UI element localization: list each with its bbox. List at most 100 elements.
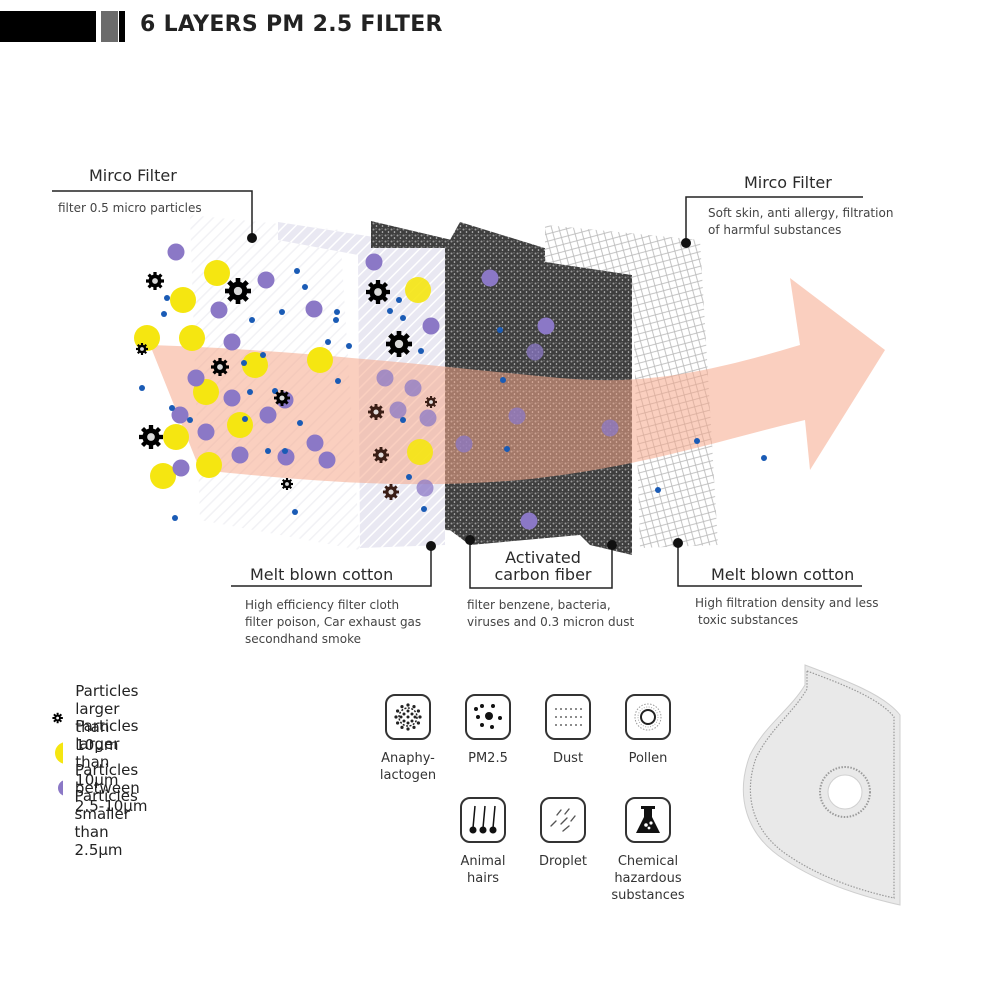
small-particle bbox=[400, 315, 406, 321]
small-particle bbox=[396, 297, 402, 303]
callout-title-bottom-left: Melt blown cotton bbox=[250, 565, 394, 584]
small-particle bbox=[241, 360, 247, 366]
callout-title-bottom-middle: Activated carbon fiber bbox=[494, 548, 592, 584]
yellow-particle bbox=[405, 277, 431, 303]
purple-particle bbox=[419, 409, 437, 427]
small-particle bbox=[169, 405, 175, 411]
dust-icon bbox=[545, 694, 591, 740]
title-decor-bar bbox=[119, 11, 125, 42]
legend-item: Particles between 2.5-10µm bbox=[52, 761, 157, 815]
purple-particle bbox=[187, 369, 205, 387]
gear-particle bbox=[373, 447, 389, 463]
small-particle bbox=[333, 317, 339, 323]
legend-label: Particles between 2.5-10µm bbox=[74, 761, 148, 815]
purple-particle bbox=[277, 448, 295, 466]
purple-particle bbox=[171, 406, 189, 424]
small-particle bbox=[302, 284, 308, 290]
gear-particle bbox=[386, 331, 412, 357]
yellow-particle bbox=[150, 463, 176, 489]
airflow-arrow bbox=[150, 278, 885, 485]
yellow-particle bbox=[307, 347, 333, 373]
purple-particle bbox=[601, 419, 619, 437]
callout-dot bbox=[673, 538, 683, 548]
small-particle bbox=[335, 378, 341, 384]
gear-particle bbox=[383, 484, 399, 500]
mesh-filter-layer bbox=[545, 225, 718, 548]
small-particle bbox=[334, 309, 340, 315]
purple-particle bbox=[526, 343, 544, 361]
particles-group bbox=[134, 243, 767, 530]
gear-particle bbox=[146, 272, 164, 290]
purple-particle bbox=[197, 423, 215, 441]
small-particle bbox=[247, 389, 253, 395]
purple-particle bbox=[259, 406, 277, 424]
legend-item: Particles larger than 10µm bbox=[52, 682, 155, 754]
gear-particle bbox=[274, 390, 290, 406]
pm25-icon bbox=[465, 694, 511, 740]
filter-layers-diagram bbox=[52, 190, 885, 589]
small-particle bbox=[325, 339, 331, 345]
purple-particle bbox=[537, 317, 555, 335]
purple-particle bbox=[455, 435, 473, 453]
yellow-particle bbox=[196, 452, 222, 478]
small-particle bbox=[242, 416, 248, 422]
small-blue-dot-icon bbox=[52, 809, 63, 837]
callout-dot bbox=[681, 238, 691, 248]
small-particle bbox=[260, 352, 266, 358]
small-particle bbox=[400, 417, 406, 423]
callout-desc-bottom-right: High filtration density and less toxic s… bbox=[695, 596, 879, 627]
purple-particle bbox=[376, 369, 394, 387]
filter-icon-pollen: Pollen bbox=[608, 694, 688, 767]
page-title: 6 LAYERS PM 2.5 FILTER bbox=[140, 12, 443, 37]
small-particle bbox=[161, 311, 167, 317]
gear-particle bbox=[425, 396, 437, 408]
filter-icon-droplet: Droplet bbox=[523, 797, 603, 870]
filter-icon-pm25: PM2.5 bbox=[448, 694, 528, 767]
legend-label: Particles larger than 10µm bbox=[75, 717, 139, 789]
purple-particle bbox=[167, 243, 185, 261]
small-particle bbox=[172, 515, 178, 521]
gear-particle bbox=[368, 404, 384, 420]
callout-title-bottom-right: Melt blown cotton bbox=[711, 565, 855, 584]
filter-pad-image bbox=[743, 664, 901, 906]
small-particle bbox=[655, 487, 661, 493]
animal-hairs-icon bbox=[460, 797, 506, 843]
small-particle bbox=[164, 295, 170, 301]
purple-particle bbox=[416, 479, 434, 497]
gear-particle-icon bbox=[52, 712, 63, 724]
gear-particle bbox=[225, 278, 251, 304]
callout-dot bbox=[247, 233, 257, 243]
small-particle bbox=[418, 348, 424, 354]
small-particle bbox=[346, 343, 352, 349]
callout-desc-bottom-left: High efficiency filter cloth filter pois… bbox=[245, 598, 422, 646]
callout-title-top-right: Mirco Filter bbox=[744, 173, 832, 192]
small-particle bbox=[761, 455, 767, 461]
yellow-particle bbox=[227, 412, 253, 438]
small-particle bbox=[421, 506, 427, 512]
yellow-particle bbox=[407, 439, 433, 465]
purple-particle bbox=[422, 317, 440, 335]
small-particle bbox=[500, 377, 506, 383]
purple-particle bbox=[306, 434, 324, 452]
callout-title-top-left: Mirco Filter bbox=[89, 166, 177, 185]
callout-desc-top-left: filter 0.5 micro particles bbox=[58, 201, 202, 215]
gear-particle bbox=[136, 343, 148, 355]
purple-particle bbox=[508, 407, 526, 425]
gear-particle bbox=[366, 280, 390, 304]
small-particle bbox=[282, 448, 288, 454]
callout-desc-bottom-middle: filter benzene, bacteria, viruses and 0.… bbox=[467, 598, 635, 629]
small-particle bbox=[297, 420, 303, 426]
callout-dot bbox=[426, 541, 436, 551]
purple-particle bbox=[257, 271, 275, 289]
purple-particle bbox=[172, 459, 190, 477]
small-particle bbox=[279, 309, 285, 315]
small-particle bbox=[187, 417, 193, 423]
purple-particle bbox=[223, 389, 241, 407]
gear-particle bbox=[211, 358, 229, 376]
title-decor-bar bbox=[0, 11, 96, 42]
purple-dot-icon bbox=[58, 780, 63, 796]
purple-particle bbox=[389, 401, 407, 419]
small-particle bbox=[265, 448, 271, 454]
purple-particle bbox=[223, 333, 241, 351]
